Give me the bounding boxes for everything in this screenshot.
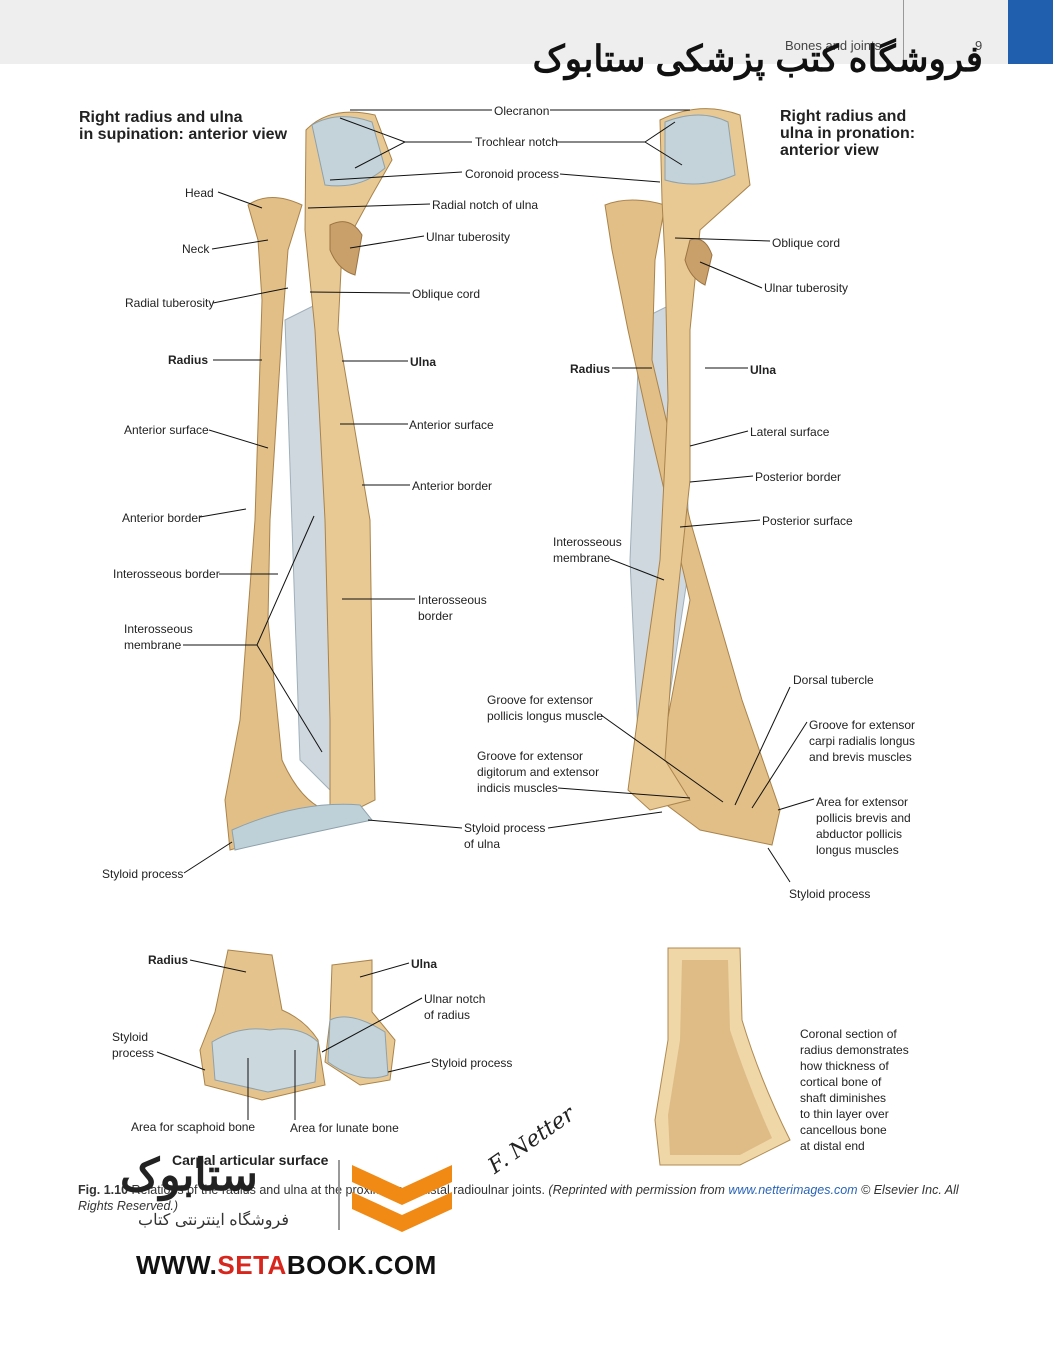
label-anterior-surface-radius: Anterior surface bbox=[124, 423, 209, 437]
page-header-band bbox=[0, 0, 1053, 64]
label-oblique-cord-left: Oblique cord bbox=[412, 287, 481, 301]
label-interosseous-border-radius: Interosseous border bbox=[113, 567, 220, 581]
watermark-divider bbox=[338, 1160, 340, 1230]
label-coronoid-process: Coronoid process bbox=[465, 167, 560, 181]
chapter-tab bbox=[1008, 0, 1053, 64]
label-radius-left: Radius bbox=[168, 353, 209, 367]
scaphoid-lunate-facets bbox=[211, 1028, 319, 1093]
label-ulnar-notch-of-radius: Ulnar notch of radius bbox=[424, 992, 486, 1022]
pronation-view-title: Right radius and ulna in pronation: ante… bbox=[780, 108, 916, 159]
page-number: 9 bbox=[975, 38, 983, 53]
label-posterior-border: Posterior border bbox=[755, 470, 842, 484]
label-groove-edc: Groove for extensor digitorum and extens… bbox=[477, 749, 600, 795]
netterimages-link[interactable]: www.netterimages.com bbox=[728, 1183, 858, 1197]
header-divider bbox=[903, 0, 904, 64]
label-anterior-surface-ulna: Anterior surface bbox=[409, 418, 494, 432]
label-olecranon: Olecranon bbox=[494, 104, 550, 118]
radius-bone-left bbox=[224, 197, 326, 851]
label-groove-epl: Groove for extensor pollicis longus musc… bbox=[487, 693, 604, 723]
label-area-scaphoid: Area for scaphoid bone bbox=[131, 1120, 256, 1134]
olecranon-cartilage-left bbox=[311, 116, 386, 187]
store-title-overlay: فروشگاه کتب پزشکی ستابوک bbox=[532, 38, 983, 79]
label-anterior-border-ulna: Anterior border bbox=[412, 479, 493, 493]
label-styloid-process-left: Styloid process bbox=[102, 867, 184, 881]
label-groove-ecr: Groove for extensor carpi radialis longu… bbox=[809, 718, 916, 764]
label-styloid-process-bottom-left: Styloid process bbox=[112, 1030, 155, 1060]
watermark-url: WWW.SETABOOK.COM bbox=[136, 1250, 437, 1281]
label-radius-right: Radius bbox=[570, 362, 611, 376]
coronal-section-illustration bbox=[654, 947, 791, 1166]
label-neck: Neck bbox=[182, 242, 210, 256]
label-interosseous-border-ulna: Interosseous border bbox=[418, 593, 487, 623]
ulnar-tuberosity-left bbox=[329, 221, 363, 276]
label-styloid-process-of-ulna: Styloid process of ulna bbox=[464, 821, 546, 851]
label-interosseous-membrane-right: Interosseous membrane bbox=[553, 535, 622, 565]
label-ulnar-tuberosity-right: Ulnar tuberosity bbox=[764, 281, 849, 295]
running-head: Bones and joints bbox=[785, 38, 882, 53]
label-lateral-surface: Lateral surface bbox=[750, 425, 830, 439]
label-head: Head bbox=[185, 186, 214, 200]
label-radius-bottom: Radius bbox=[148, 953, 189, 967]
label-coronal-section-note: Coronal section of radius demonstrates h… bbox=[800, 1027, 909, 1153]
label-area-epb-apl: Area for extensor pollicis brevis and ab… bbox=[816, 795, 911, 857]
label-anterior-border-radius: Anterior border bbox=[122, 511, 203, 525]
label-interosseous-membrane-left: Interosseous membrane bbox=[124, 622, 193, 652]
label-ulna-left: Ulna bbox=[410, 355, 437, 369]
label-ulna-right: Ulna bbox=[750, 363, 777, 377]
watermark-url-prefix: WWW. bbox=[136, 1250, 218, 1280]
supination-view-title: Right radius and ulna in supination: ant… bbox=[79, 109, 288, 143]
carpal-articular-illustration bbox=[199, 949, 396, 1101]
caption-credit-suffix: © Elsevier Inc. All Rights Reserved.) bbox=[78, 1183, 959, 1213]
label-posterior-surface: Posterior surface bbox=[762, 514, 853, 528]
caption-credit-prefix: (Reprinted with permission from bbox=[548, 1183, 729, 1197]
label-styloid-process-right: Styloid process bbox=[789, 887, 871, 901]
label-dorsal-tubercle: Dorsal tubercle bbox=[793, 673, 874, 687]
supination-view-illustration bbox=[224, 111, 393, 851]
watermark-url-highlight: SETA bbox=[217, 1250, 287, 1280]
watermark-brand-logo: ستابوک bbox=[120, 1151, 261, 1200]
label-ulna-bottom: Ulna bbox=[411, 957, 438, 971]
ulna-head-cartilage bbox=[327, 1016, 389, 1079]
watermark-url-suffix: BOOK.COM bbox=[286, 1250, 437, 1280]
label-carpal-articular-surface: Carpal articular surface bbox=[172, 1152, 329, 1168]
label-radial-tuberosity: Radial tuberosity bbox=[125, 296, 215, 310]
olecranon-cartilage-right bbox=[664, 114, 736, 185]
pronation-view-illustration bbox=[604, 108, 781, 846]
label-ulnar-tuberosity-left: Ulnar tuberosity bbox=[426, 230, 511, 244]
label-trochlear-notch: Trochlear notch bbox=[475, 135, 558, 149]
ulnar-tuberosity-right bbox=[684, 238, 713, 286]
leader-lines bbox=[156, 109, 815, 1120]
radius-bone-right bbox=[604, 199, 781, 846]
label-oblique-cord-right: Oblique cord bbox=[772, 236, 841, 250]
label-radial-notch-of-ulna: Radial notch of ulna bbox=[432, 198, 539, 212]
figure-number: Fig. 1.10 bbox=[78, 1183, 129, 1197]
watermark-chevron-icon bbox=[352, 1165, 452, 1232]
label-area-lunate: Area for lunate bone bbox=[290, 1121, 399, 1135]
cancellous-bone-pattern bbox=[668, 960, 772, 1155]
ulna-bone-left bbox=[304, 111, 393, 816]
label-styloid-process-bottom-right: Styloid process bbox=[431, 1056, 513, 1070]
watermark-subtitle: فروشگاه اینترنتی کتاب bbox=[138, 1212, 289, 1229]
